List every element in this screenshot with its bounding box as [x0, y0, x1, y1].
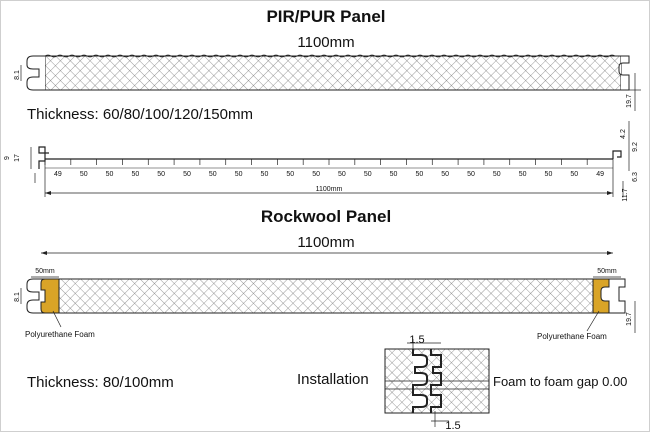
rib-spacing-label: 50	[80, 171, 88, 178]
rib-spacing-label: 50	[131, 171, 139, 178]
rib-spacing-label: 50	[157, 171, 165, 178]
installation-detail	[384, 339, 490, 427]
profile-right-dim-2: 9.2	[632, 142, 639, 152]
rib-spacing-label: 50	[183, 171, 191, 178]
rib-spacing-label: 50	[106, 171, 114, 178]
rib-spacing-label: 50	[286, 171, 294, 178]
profile-end-dim: 11.7	[622, 188, 629, 201]
installation-label: Installation	[297, 371, 369, 388]
rockwool-width-label: 1100mm	[297, 234, 354, 251]
rockwool-edge-left: 50mm	[35, 268, 55, 275]
rib-spacing-label: 50	[235, 171, 243, 178]
installation-dim-bottom: 1.5	[445, 420, 460, 432]
rib-spacing-label: 50	[467, 171, 475, 178]
rib-spacing-label: 50	[570, 171, 578, 178]
profile-right-dim-3: 6.3	[632, 172, 639, 182]
foam-label-left: Polyurethane Foam	[25, 330, 95, 339]
pir-panel-section	[20, 54, 641, 111]
pir-title: PIR/PUR Panel	[266, 7, 385, 26]
rockwool-dim-left: 8.1	[14, 292, 21, 302]
rib-spacing-label: 49	[596, 171, 604, 178]
installation-dim-top: 1.5	[409, 334, 424, 346]
rockwool-title: Rockwool Panel	[261, 207, 391, 226]
rib-spacing-label: 50	[545, 171, 553, 178]
profile-total: 1100mm	[316, 186, 343, 193]
profile-section	[30, 121, 630, 197]
rib-spacing-label: 50	[519, 171, 527, 178]
rib-spacing-label: 50	[441, 171, 449, 178]
foam-gap-label: Foam to foam gap 0.00	[493, 374, 627, 389]
rockwool-edge-right: 50mm	[597, 268, 617, 275]
rib-spacing-label: 50	[338, 171, 346, 178]
rockwool-panel-section	[20, 251, 636, 333]
profile-left-dim-1: 9	[4, 156, 11, 160]
rib-spacing-label: 50	[415, 171, 423, 178]
rockwool-dim-right: 19.7	[626, 312, 633, 326]
profile-left-dim-2: 17	[14, 154, 21, 162]
pir-dim-left: 8.1	[14, 70, 21, 80]
pir-thickness: Thickness: 60/80/100/120/150mm	[27, 106, 253, 123]
rib-spacing-label: 50	[261, 171, 269, 178]
rib-spacing-label: 50	[312, 171, 320, 178]
foam-label-right: Polyurethane Foam	[537, 332, 607, 341]
pir-dim-right: 19.7	[626, 94, 633, 108]
rib-spacing-label: 50	[209, 171, 217, 178]
pir-width-label: 1100mm	[297, 34, 354, 51]
rib-spacing-label: 50	[364, 171, 372, 178]
rib-spacing-label: 50	[390, 171, 398, 178]
rib-spacing-label: 49	[54, 171, 62, 178]
rockwool-thickness: Thickness: 80/100mm	[27, 374, 174, 391]
rib-spacing-label: 50	[493, 171, 501, 178]
profile-right-dim-1: 4.2	[620, 129, 627, 139]
